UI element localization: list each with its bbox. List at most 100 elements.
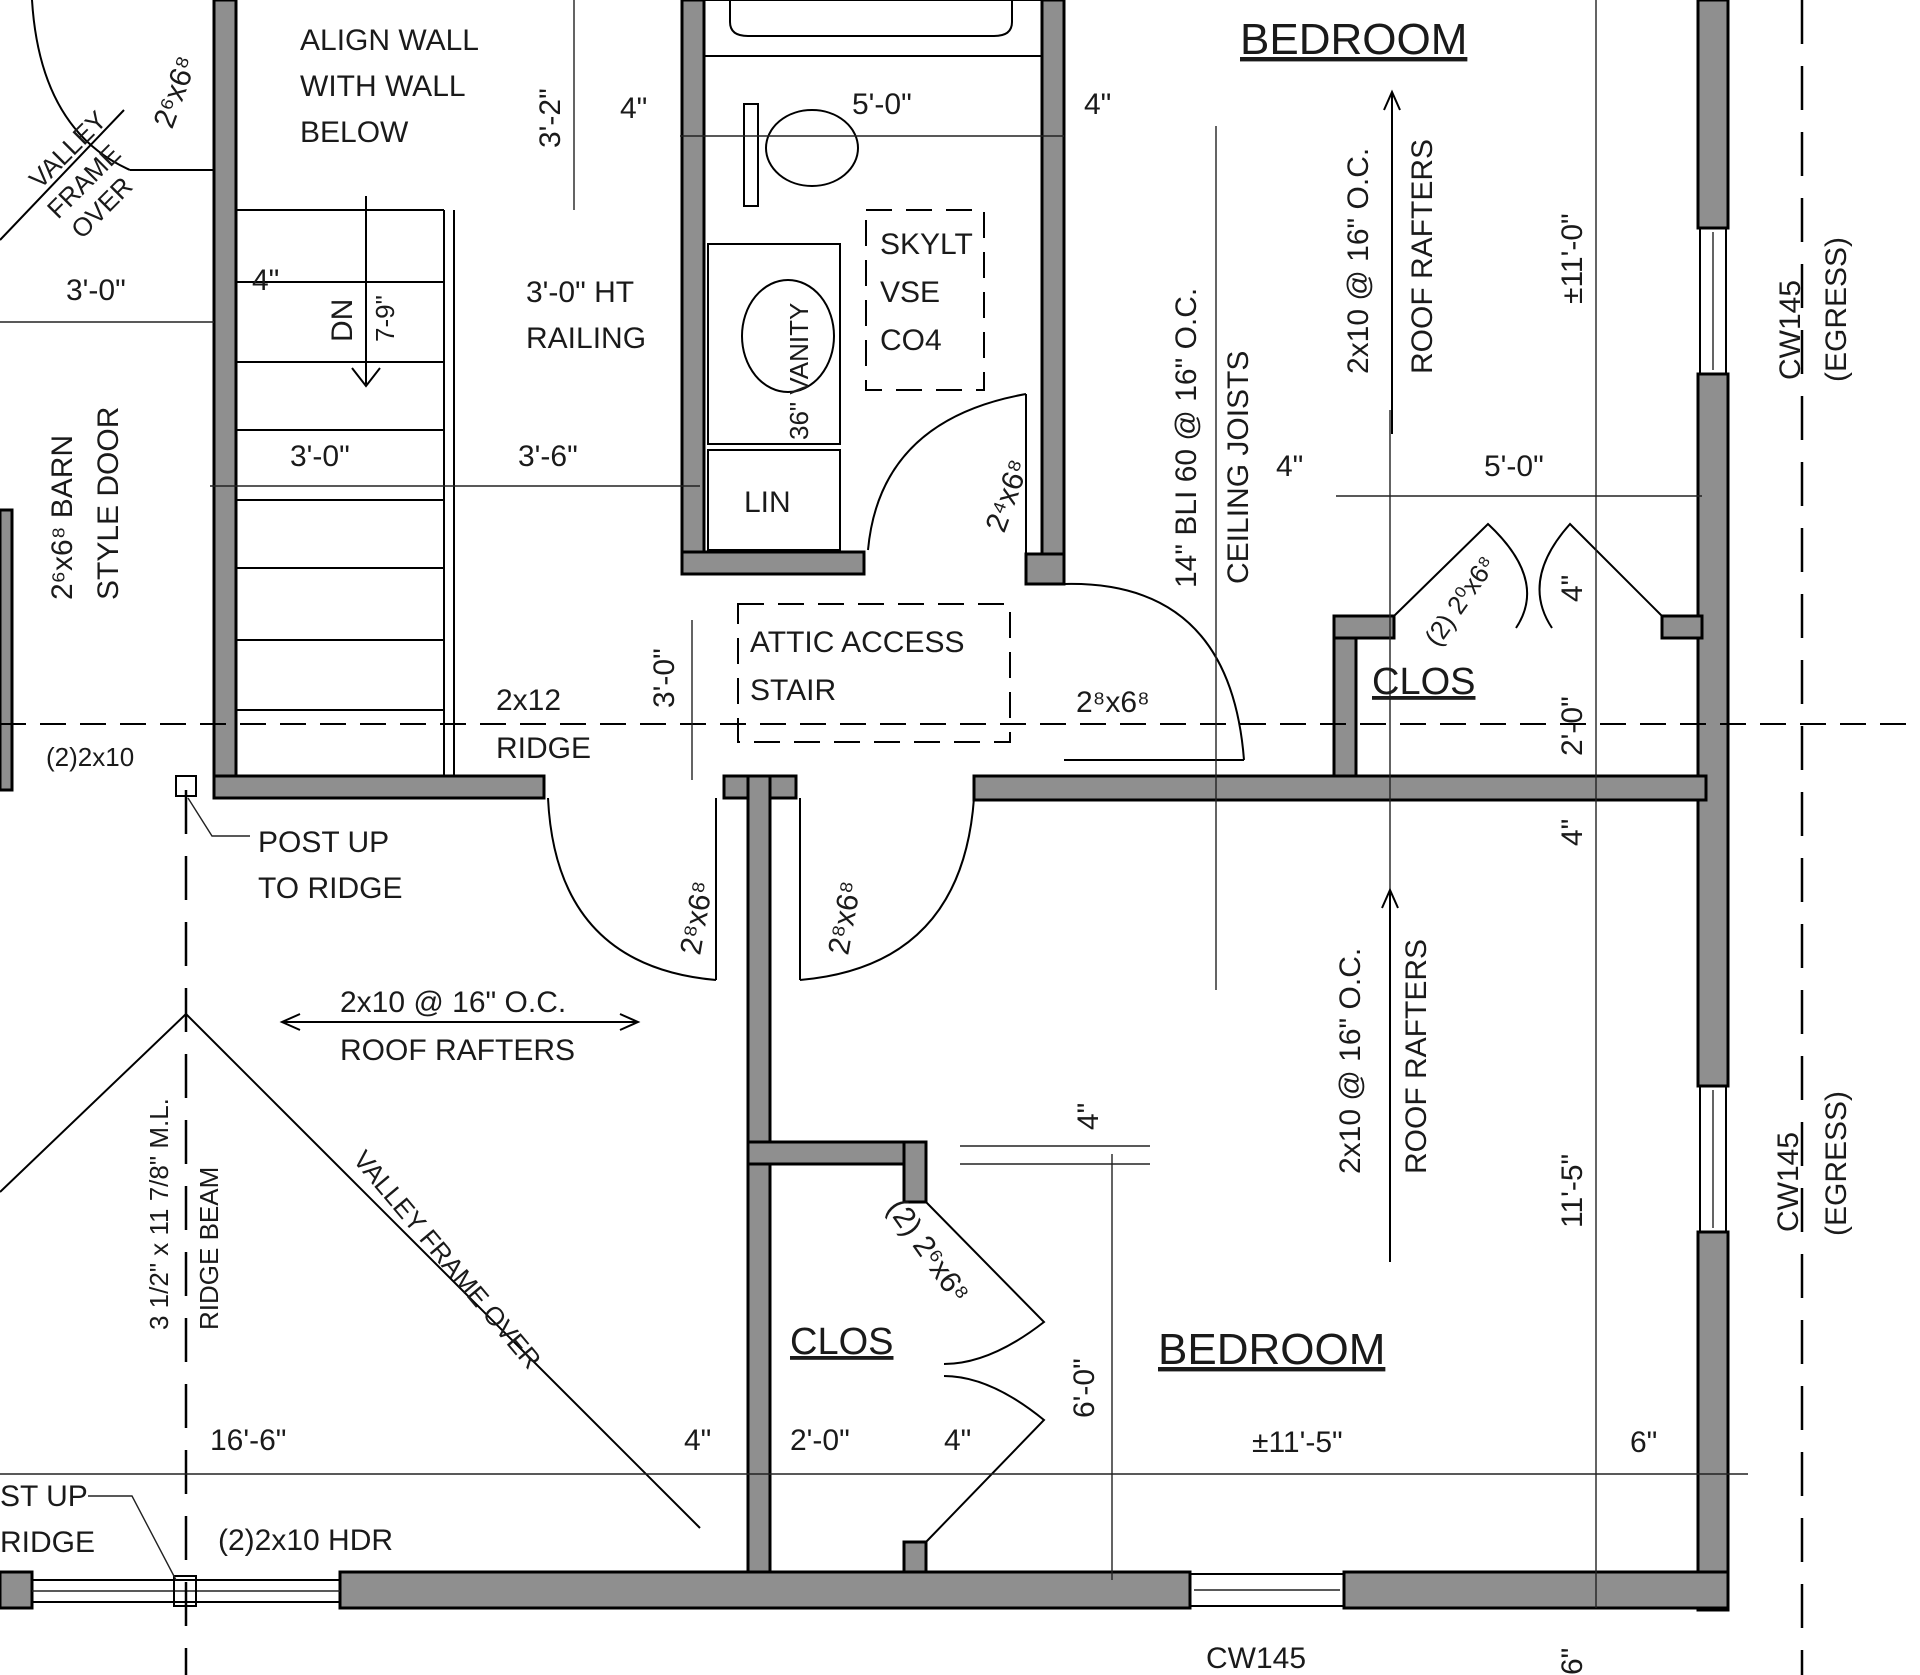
framing-lines [0, 109, 701, 1529]
note-valley-diag: VALLEY FRAME OVER [347, 1145, 547, 1375]
note-rafters-top-2: ROOF RAFTERS [1406, 139, 1439, 374]
dim-3-0-attic: 3'-0" [648, 648, 681, 708]
dim-3-2: 3'-2" [534, 88, 567, 148]
wall-bath-bottom [680, 550, 866, 576]
windows [31, 227, 1727, 1607]
note-attic-1: ATTIC ACCESS [750, 626, 964, 659]
tub [729, 0, 1013, 37]
window-right-upper [1699, 227, 1727, 375]
dim-11-0: ±11'-0" [1556, 213, 1589, 304]
wall-closet-right-h [1660, 614, 1704, 640]
wall-bottom-exterior-left [0, 1570, 34, 1610]
door-hall-swing [1063, 582, 1245, 761]
door-closet-right-swing-2 [1538, 522, 1663, 629]
note-railing-1: 3'-0" HT [526, 276, 634, 309]
door-label-bath: 2⁴x6⁸ [980, 456, 1036, 537]
dim-11-5-horizontal: ±11'-5" [1252, 1426, 1343, 1459]
attic-access-outline [737, 603, 1011, 743]
dim-4-closet-vertical: 4" [1556, 575, 1589, 602]
note-barn-door-2: STYLE DOOR [92, 407, 125, 600]
dim-5-0-top: 5'-0" [852, 88, 912, 121]
wall-left-stair [212, 0, 238, 800]
door-label-hall: 2⁸x6⁸ [1076, 686, 1150, 719]
door-swings [31, 0, 1663, 1543]
wall-mid-horizontal-right [972, 774, 1708, 802]
wall-bottom-exterior-mid [338, 1570, 1192, 1610]
note-skylight-1: SKYLT [880, 228, 973, 261]
dim-16-6: 16'-6" [210, 1424, 286, 1457]
vanity [707, 243, 841, 445]
note-post-up-bottom-1: ST UP [0, 1480, 88, 1513]
note-ridge-1: 2x12 [496, 684, 561, 717]
dimension-lines [0, 0, 1748, 1608]
wall-right-exterior-upper [1696, 0, 1730, 230]
door-closet-bottom-swing-2 [925, 1375, 1046, 1543]
dim-2-0-closet: 2'-0" [1556, 696, 1589, 756]
note-post-up-1: POST UP [258, 826, 389, 859]
room-label-closet-right: CLOS [1372, 661, 1475, 703]
note-window-bottom-1: CW145 [1772, 1132, 1805, 1232]
note-rafters-bottom-1: 2x10 @ 16" O.C. [1334, 948, 1367, 1174]
wall-right-exterior-mid [1696, 372, 1730, 1088]
door-closet-bottom-swing [925, 1201, 1046, 1365]
note-rafters-top-1: 2x10 @ 16" O.C. [1342, 148, 1375, 374]
toilet [765, 109, 859, 187]
note-ridge-beam-2: RIDGE BEAM [194, 1167, 224, 1330]
door-top-left-swing [31, 0, 131, 171]
dim-4-stair: 4" [252, 264, 279, 297]
dim-4-bottom-mid: 4" [944, 1424, 971, 1457]
window-bottom [1189, 1573, 1345, 1607]
dim-5-0-closet: 5'-0" [1484, 450, 1544, 483]
room-label-bedroom-top: BEDROOM [1240, 15, 1467, 64]
wall-closet-left-h [1332, 614, 1396, 640]
valley-line-left [0, 1013, 187, 1193]
note-skylight-2: VSE [880, 276, 940, 309]
note-linen: LIN [744, 486, 791, 519]
dim-11-5-vertical: 11'-5" [1556, 1154, 1589, 1228]
note-align-wall-1: ALIGN WALL [300, 24, 479, 57]
note-vanity: 36" VANITY [784, 303, 814, 440]
dim-4-bottom-left: 4" [684, 1424, 711, 1457]
wall-bath-right-stub [1024, 552, 1066, 586]
wall-far-left-stub [0, 508, 14, 792]
dim-3-6: 3'-6" [518, 440, 578, 473]
note-rafters-mid-2: ROOF RAFTERS [340, 1034, 575, 1067]
note-rafters-bottom-2: ROOF RAFTERS [1400, 939, 1433, 1174]
valley-line-top-left [0, 109, 125, 241]
door-bath-swing [867, 393, 1027, 551]
door-label-closet-bottom: (2) 2⁶x6⁸ [880, 1193, 975, 1309]
dim-6-0: 6'-0" [1068, 1358, 1101, 1418]
dim-6-bottom-right: 6" [1630, 1426, 1657, 1459]
note-stair-dn: DN [326, 299, 359, 342]
dim-6-bottom: 6" [1556, 1648, 1589, 1675]
skylight [865, 209, 985, 391]
note-window-top-2: (EGRESS) [1820, 237, 1853, 382]
wall-bottom-exterior-right [1342, 1570, 1730, 1610]
wall-mid-horizontal-left [212, 774, 546, 800]
note-post-up-bottom-2: RIDGE [0, 1526, 95, 1559]
dim-4-top-left: 4" [620, 92, 647, 125]
note-header: (2)2x10 HDR [218, 1524, 393, 1557]
note-railing-2: RAILING [526, 322, 646, 355]
valley-line-right [185, 1013, 701, 1529]
note-barn-door-1: 2⁶x6⁸ BARN [46, 435, 79, 600]
door-left-b-swing [799, 797, 975, 981]
wall-lower-closet-top [746, 1140, 928, 1166]
note-ridge-2: RIDGE [496, 732, 591, 765]
wall-closet-left-v [1332, 614, 1358, 784]
note-align-wall-2: WITH WALL [300, 70, 466, 103]
window-right-lower [1699, 1085, 1727, 1233]
dim-4-closet: 4" [1276, 450, 1303, 483]
walls [0, 0, 1730, 1612]
wall-bath-right [1040, 0, 1066, 586]
dim-4-wall: 4" [1556, 819, 1589, 846]
note-ceiling-joists-2: CEILING JOISTS [1222, 351, 1255, 584]
door-label-left-b: 2⁸x6⁸ [822, 879, 867, 957]
wall-lower-closet-stub [902, 1140, 928, 1204]
door-label-left-a: 2⁸x6⁸ [674, 879, 719, 957]
bath-fixtures [703, 0, 1043, 551]
door-left-a-swing [547, 797, 717, 981]
note-attic-2: STAIR [750, 674, 836, 707]
dim-3-0-stair: 3'-0" [290, 440, 350, 473]
